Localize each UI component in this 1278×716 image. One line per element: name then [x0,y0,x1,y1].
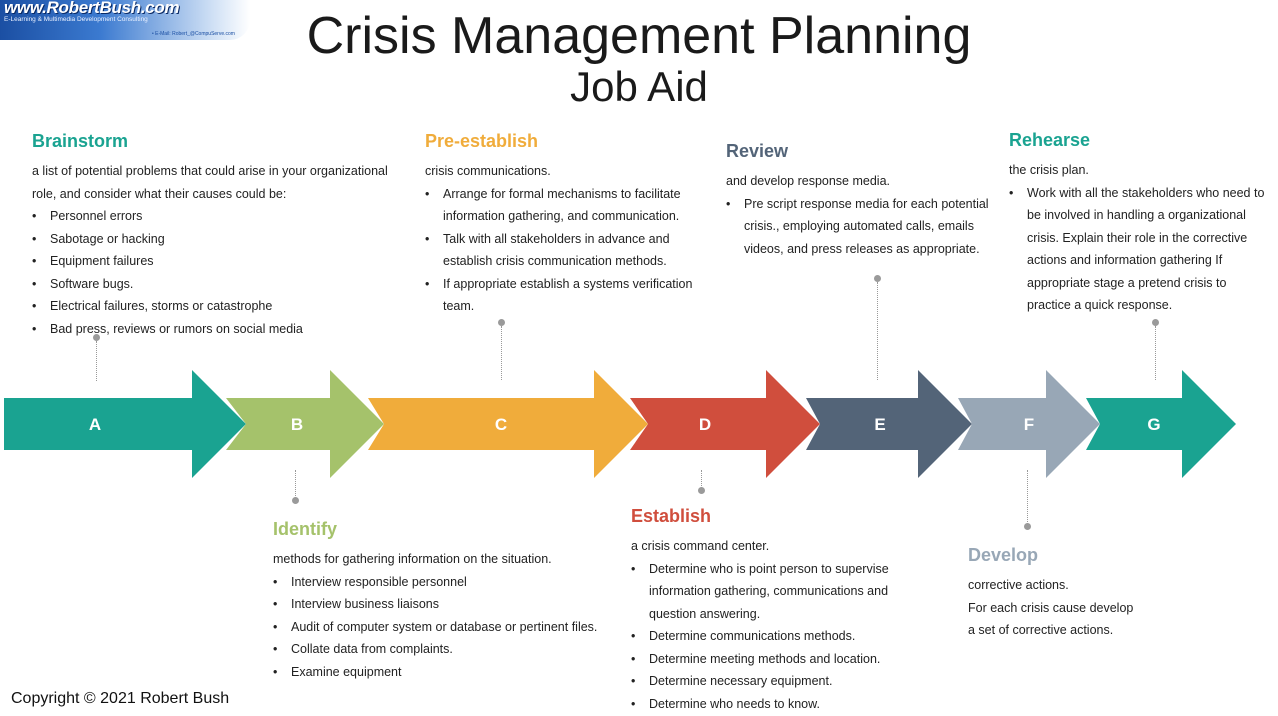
connector-dot-d [698,487,705,494]
process-arrow-band: A B C D E F G [4,370,1236,478]
bullet-item: Audit of computer system or database or … [273,616,603,639]
connector-dot-f [1024,523,1031,530]
page-subtitle: Job Aid [570,63,708,110]
arrow-e: E [806,370,972,478]
arrow-label-a: A [89,415,101,434]
step-heading-review: Review [726,141,789,161]
arrow-label-e: E [874,415,885,434]
bullet-item: Interview responsible personnel [273,571,603,594]
bullet-item: Software bugs. [32,273,402,296]
bullet-item: Determine necessary equipment. [631,670,911,693]
bullet-item: Work with all the stakeholders who need … [1009,182,1271,317]
logo-email: • E-Mail: Robert_@CompuServe.com [152,31,235,37]
bullet-item: Determine meeting methods and location. [631,648,911,671]
bullet-list-review: Pre script response media for each poten… [726,193,996,261]
logo-url: www.RobertBush.com [4,0,180,17]
logo-tagline: E-Learning & Multimedia Development Cons… [4,16,148,23]
connector-dot-a [93,334,100,341]
connector-line-d [701,470,702,488]
step-review: Review and develop response media. Pre s… [726,140,996,260]
bullet-list-brainstorm: Personnel errorsSabotage or hackingEquip… [32,205,402,340]
step-lead-review: and develop response media. [726,174,891,188]
bullet-item: Determine who needs to know. [631,693,911,716]
step-extra-develop-2: a set of corrective actions. [968,623,1114,637]
step-rehearse: Rehearse the crisis plan. Work with all … [1009,129,1271,317]
step-lead-rehearse: the crisis plan. [1009,163,1089,177]
step-brainstorm: Brainstorm a list of potential problems … [32,130,402,340]
step-heading-pre-establish: Pre-establish [425,131,539,151]
arrow-label-f: F [1024,415,1034,434]
bullet-list-establish: Determine who is point person to supervi… [631,558,911,716]
bullet-item: Pre script response media for each poten… [726,193,996,261]
bullet-item: Equipment failures [32,250,402,273]
bullet-list-pre-establish: Arrange for formal mechanisms to facilit… [425,183,710,318]
connector-dot-e [874,275,881,282]
connector-dot-c [498,319,505,326]
bullet-item: Personnel errors [32,205,402,228]
connector-line-a [96,341,97,381]
step-lead-develop: corrective actions. [968,578,1069,592]
bullet-item: Determine communications methods. [631,625,911,648]
step-develop: Develop corrective actions. For each cri… [968,544,1208,642]
connector-dot-g [1152,319,1159,326]
bullet-list-identify: Interview responsible personnelInterview… [273,571,603,684]
arrow-label-g: G [1147,415,1160,434]
bullet-item: Examine equipment [273,661,603,684]
bullet-item: Bad press, reviews or rumors on social m… [32,318,402,341]
robertbush-logo: www.RobertBush.com E-Learning & Multimed… [0,0,250,40]
bullet-item: Collate data from complaints. [273,638,603,661]
page-title: Crisis Management Planning [306,7,972,65]
bullet-item: Arrange for formal mechanisms to facilit… [425,183,710,228]
bullet-item: Determine who is point person to supervi… [631,558,911,626]
arrow-f: F [958,370,1100,478]
connector-line-g [1155,326,1156,380]
arrow-d: D [630,370,820,478]
step-heading-identify: Identify [273,519,338,539]
arrow-g: G [1086,370,1236,478]
bullet-list-rehearse: Work with all the stakeholders who need … [1009,182,1271,317]
arrow-label-b: B [291,415,303,434]
step-heading-develop: Develop [968,545,1039,565]
step-identify: Identify methods for gathering informati… [273,518,603,683]
bullet-item: If appropriate establish a systems verif… [425,273,710,318]
step-establish: Establish a crisis command center. Deter… [631,505,911,715]
bullet-item: Sabotage or hacking [32,228,402,251]
step-pre-establish: Pre-establish crisis communications. Arr… [425,130,710,318]
connector-line-f [1027,470,1028,524]
step-lead-establish: a crisis command center. [631,539,770,553]
arrow-label-c: C [495,415,507,434]
step-lead-identify: methods for gathering information on the… [273,552,552,566]
connector-dot-b [292,497,299,504]
bullet-item: Interview business liaisons [273,593,603,616]
step-heading-establish: Establish [631,506,712,526]
connector-line-e [877,282,878,380]
step-heading-rehearse: Rehearse [1009,130,1091,150]
copyright-notice: Copyright © 2021 Robert Bush [11,690,230,707]
step-heading-brainstorm: Brainstorm [32,131,129,151]
arrow-b: B [226,370,384,478]
connector-line-c [501,326,502,380]
step-extra-develop-1: For each crisis cause develop [968,600,1134,615]
step-lead-brainstorm: a list of potential problems that could … [32,164,388,201]
connector-line-b [295,470,296,498]
arrow-a: A [4,370,246,478]
bullet-item: Electrical failures, storms or catastrop… [32,295,402,318]
step-lead-pre-establish: crisis communications. [425,164,551,178]
bullet-item: Talk with all stakeholders in advance an… [425,228,710,273]
arrow-c: C [368,370,648,478]
arrow-label-d: D [699,415,711,434]
